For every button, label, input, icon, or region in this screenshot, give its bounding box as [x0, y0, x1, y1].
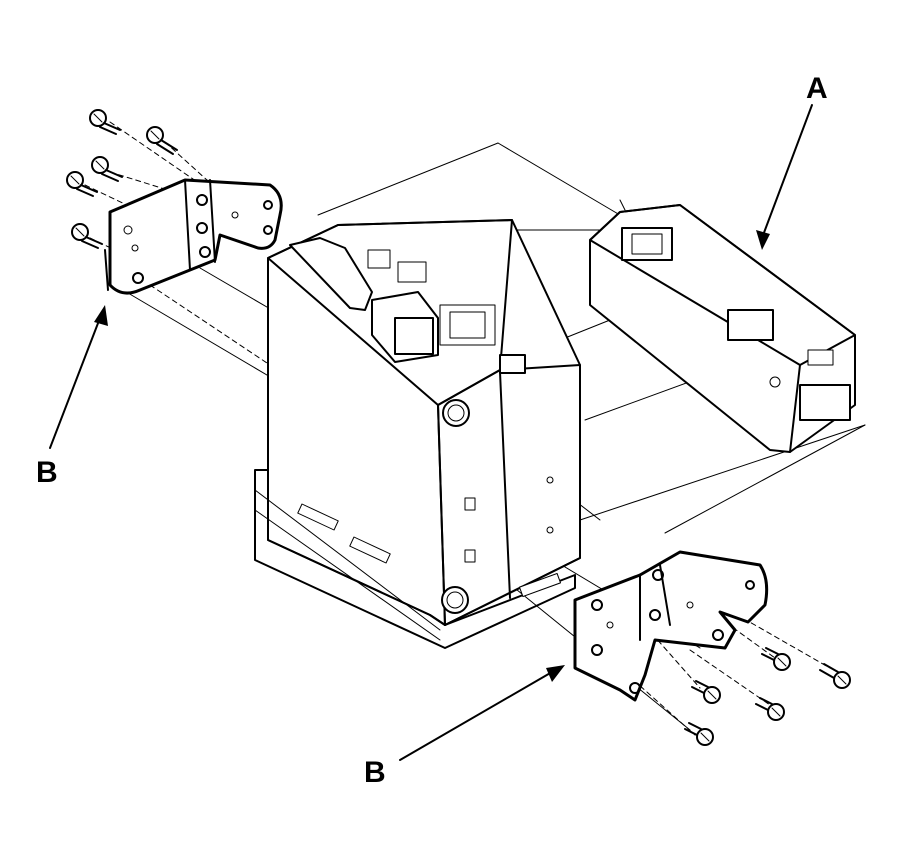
screw	[761, 647, 791, 671]
screw	[71, 223, 103, 249]
screw	[146, 126, 178, 155]
bracket-b-right	[573, 550, 769, 702]
bracket-b-left	[104, 178, 283, 295]
callout-label-b-bottom: B	[364, 756, 386, 789]
callout-label-b-left: B	[36, 456, 58, 489]
head-unit	[254, 219, 581, 649]
callout-arrow-b-bottom	[399, 665, 565, 761]
callout-arrow-a	[756, 104, 813, 250]
screw	[819, 663, 851, 689]
callout-arrow-b-left	[49, 305, 108, 449]
screw	[684, 722, 714, 746]
screw	[755, 697, 785, 721]
unit-a	[589, 199, 856, 453]
screw	[66, 171, 98, 197]
callout-label-a: A	[806, 72, 828, 105]
screw	[691, 680, 721, 704]
screw	[91, 156, 123, 182]
screws-right	[684, 647, 851, 746]
screws-left	[66, 109, 178, 249]
screw	[89, 109, 121, 135]
